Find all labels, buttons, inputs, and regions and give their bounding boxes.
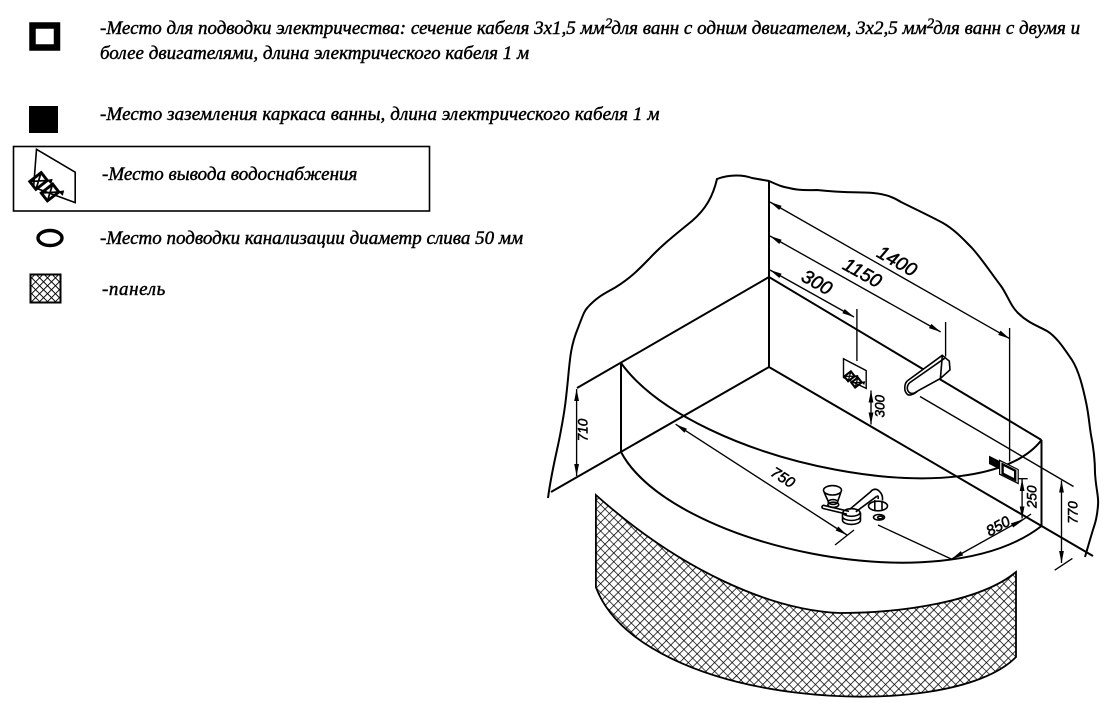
- svg-text:710: 710: [576, 418, 591, 441]
- svg-text:300: 300: [872, 394, 887, 417]
- svg-text:750: 750: [768, 464, 799, 492]
- svg-text:300: 300: [798, 266, 836, 300]
- svg-text:770: 770: [1065, 501, 1080, 524]
- svg-text:250: 250: [1024, 485, 1039, 509]
- svg-text:850: 850: [983, 513, 1014, 540]
